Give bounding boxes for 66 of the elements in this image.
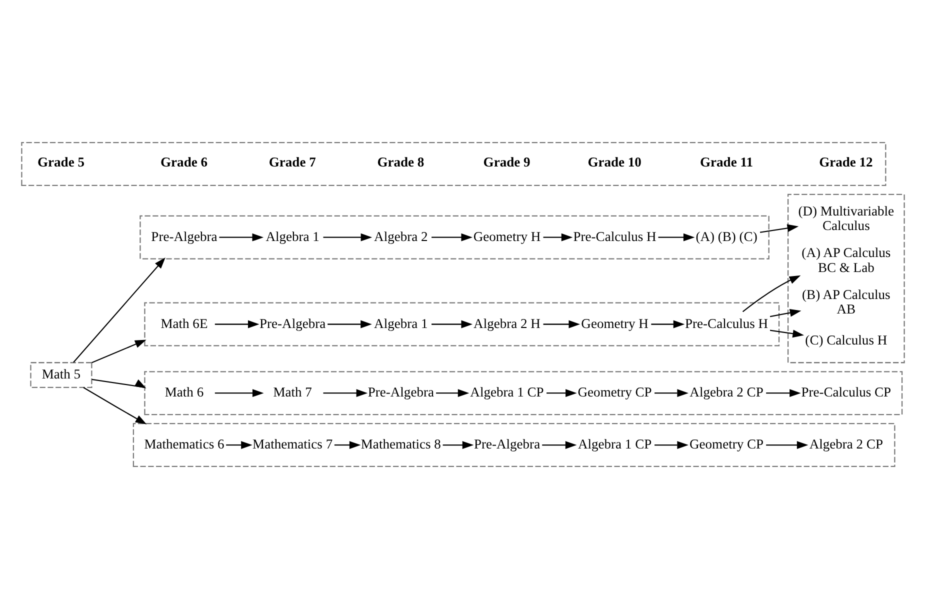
arrow <box>214 320 260 328</box>
node-text: (A) (B) (C) <box>696 228 758 244</box>
arrow <box>542 441 577 449</box>
node-text: (B) AP Calculus AB <box>802 286 890 317</box>
node-text: Mathematics 6 <box>144 436 224 452</box>
arrow <box>323 389 368 398</box>
arrow <box>334 441 361 449</box>
node-text: Pre-Calculus H <box>573 228 656 244</box>
node-text: Pre-Algebra <box>474 436 540 452</box>
node-text: Pre-Algebra <box>260 316 326 331</box>
arrow <box>654 389 688 398</box>
node-text: Geometry H <box>473 228 541 244</box>
node-text: Mathematics 8 <box>360 436 441 452</box>
arrow <box>73 258 166 363</box>
node-text: Math 6E <box>160 316 208 331</box>
arrow <box>770 308 802 318</box>
arrow <box>651 320 685 328</box>
cluster <box>132 423 896 468</box>
arrow <box>328 320 372 328</box>
node-box: Grade 5 Grade 6 Grade 7 Grade 8 Grade 9 Grade 10 Grade 11 Grade 12 <box>21 142 886 186</box>
node-text: Geometry H <box>581 316 648 331</box>
node-box: Math 5 <box>30 362 92 388</box>
arrow <box>442 441 474 449</box>
arrow <box>436 389 470 398</box>
arrow <box>226 441 252 449</box>
node-text: Algebra 1 CP <box>578 436 652 452</box>
arrow <box>432 233 473 242</box>
node-text: Pre-Algebra <box>151 228 218 244</box>
cluster <box>144 371 903 416</box>
node-text: (D) Multivariable Calculus <box>798 203 894 234</box>
arrow <box>83 387 147 424</box>
arrow <box>766 441 808 449</box>
arrow <box>543 320 580 328</box>
arrow <box>214 389 264 398</box>
node-text: Algebra 1 CP <box>470 384 544 400</box>
arrow <box>219 233 264 242</box>
arrow <box>770 330 804 338</box>
cluster <box>140 215 770 260</box>
arrow <box>543 233 573 242</box>
node-text: Pre-Calculus CP <box>801 384 892 400</box>
arrow <box>658 233 695 242</box>
arrow <box>323 233 372 242</box>
node-text: Math 7 <box>273 384 312 400</box>
node-text: (A) AP Calculus BC & Lab <box>802 245 891 275</box>
arrow <box>654 441 688 449</box>
node-text: Math 6 <box>164 384 204 400</box>
arrow <box>92 378 146 388</box>
node-text: Geometry CP <box>690 436 764 452</box>
node-text: Pre-Algebra <box>368 384 434 400</box>
node-text: Algebra 2 H <box>474 316 540 331</box>
node-text: Algebra 2 <box>374 228 428 244</box>
node-text: Geometry CP <box>578 384 652 400</box>
node-text: Algebra 2 CP <box>690 384 764 400</box>
cluster <box>144 302 780 346</box>
arrow <box>546 389 577 398</box>
node-text: Pre-Calculus H <box>685 316 768 331</box>
arrow <box>760 224 799 233</box>
node-text: Algebra 1 <box>266 228 320 244</box>
arrow <box>766 389 801 398</box>
node-text: Algebra 1 <box>374 316 428 331</box>
node-text: Mathematics 7 <box>252 436 333 452</box>
arrow <box>92 340 146 364</box>
arrow <box>432 320 473 328</box>
arrow <box>742 275 801 312</box>
node-text: Algebra 2 CP <box>809 436 883 452</box>
node-text: (C) Calculus H <box>805 332 888 348</box>
